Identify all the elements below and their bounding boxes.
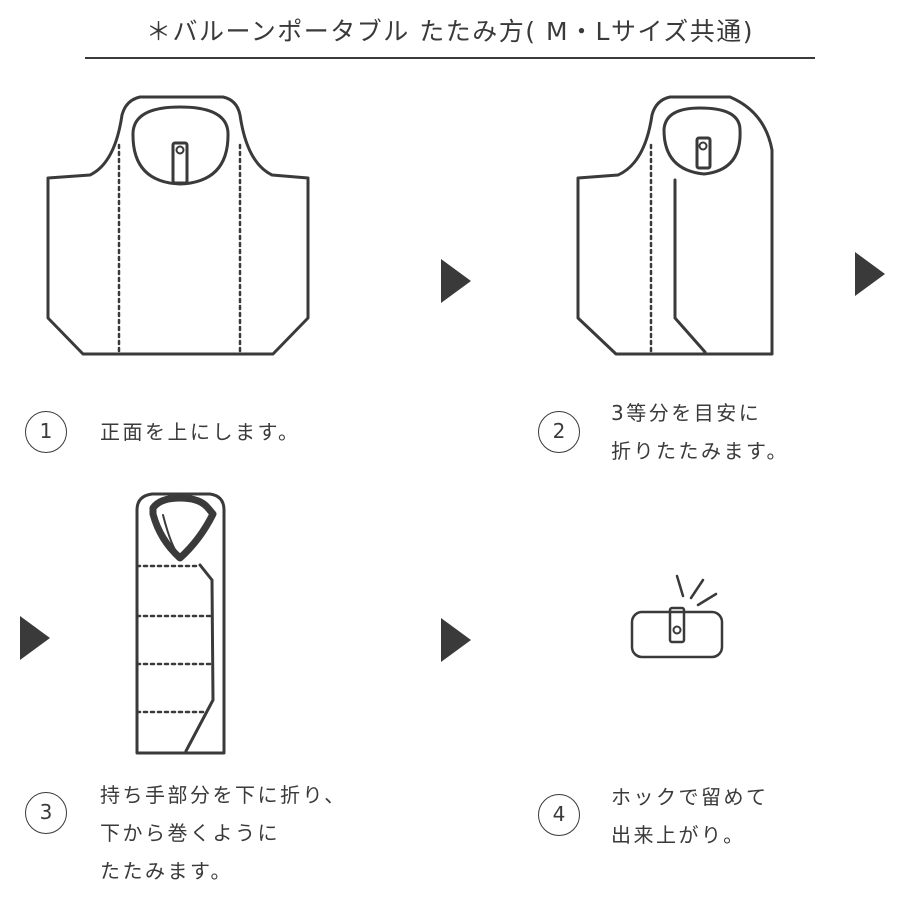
step-1-number: 1: [25, 411, 67, 453]
step-4-number: 4: [538, 794, 580, 836]
bag-snapped-illustration: [630, 574, 724, 659]
bag-front-illustration: [46, 95, 310, 356]
step-3-number: 3: [25, 792, 67, 834]
step-4-line-1: ホックで留めて: [611, 785, 769, 809]
step-2-text: 3等分を目安に 折りたたみます。: [611, 394, 789, 470]
step-4-line-2: 出来上がり。: [611, 823, 746, 847]
step-1-text: 正面を上にします。: [100, 413, 301, 451]
step-2-number: 2: [538, 411, 580, 453]
step-3-line-2: 下から巻くように: [100, 821, 280, 845]
step-4-text: ホックで留めて 出来上がり。: [611, 778, 769, 854]
step-2-line-1: 3等分を目安に: [611, 401, 762, 425]
arrow-right-icon: [20, 616, 50, 660]
step-1-line-1: 正面を上にします。: [100, 420, 301, 444]
arrow-right-icon: [441, 259, 471, 303]
title-underline: [85, 57, 815, 59]
bag-folded-thirds-illustration: [576, 95, 774, 356]
page-title: ＊バルーンポータブル たたみ方( M・Lサイズ共通): [146, 17, 754, 46]
step-2-line-2: 折りたたみます。: [611, 439, 789, 463]
step-3-line-3: たたみます。: [100, 859, 233, 883]
bag-rolled-illustration: [135, 492, 226, 755]
arrow-right-icon: [855, 252, 885, 296]
step-3-text: 持ち手部分を下に折り、 下から巻くように たたみます。: [100, 776, 347, 890]
step-3-line-1: 持ち手部分を下に折り、: [100, 783, 347, 807]
arrow-right-icon: [441, 618, 471, 662]
